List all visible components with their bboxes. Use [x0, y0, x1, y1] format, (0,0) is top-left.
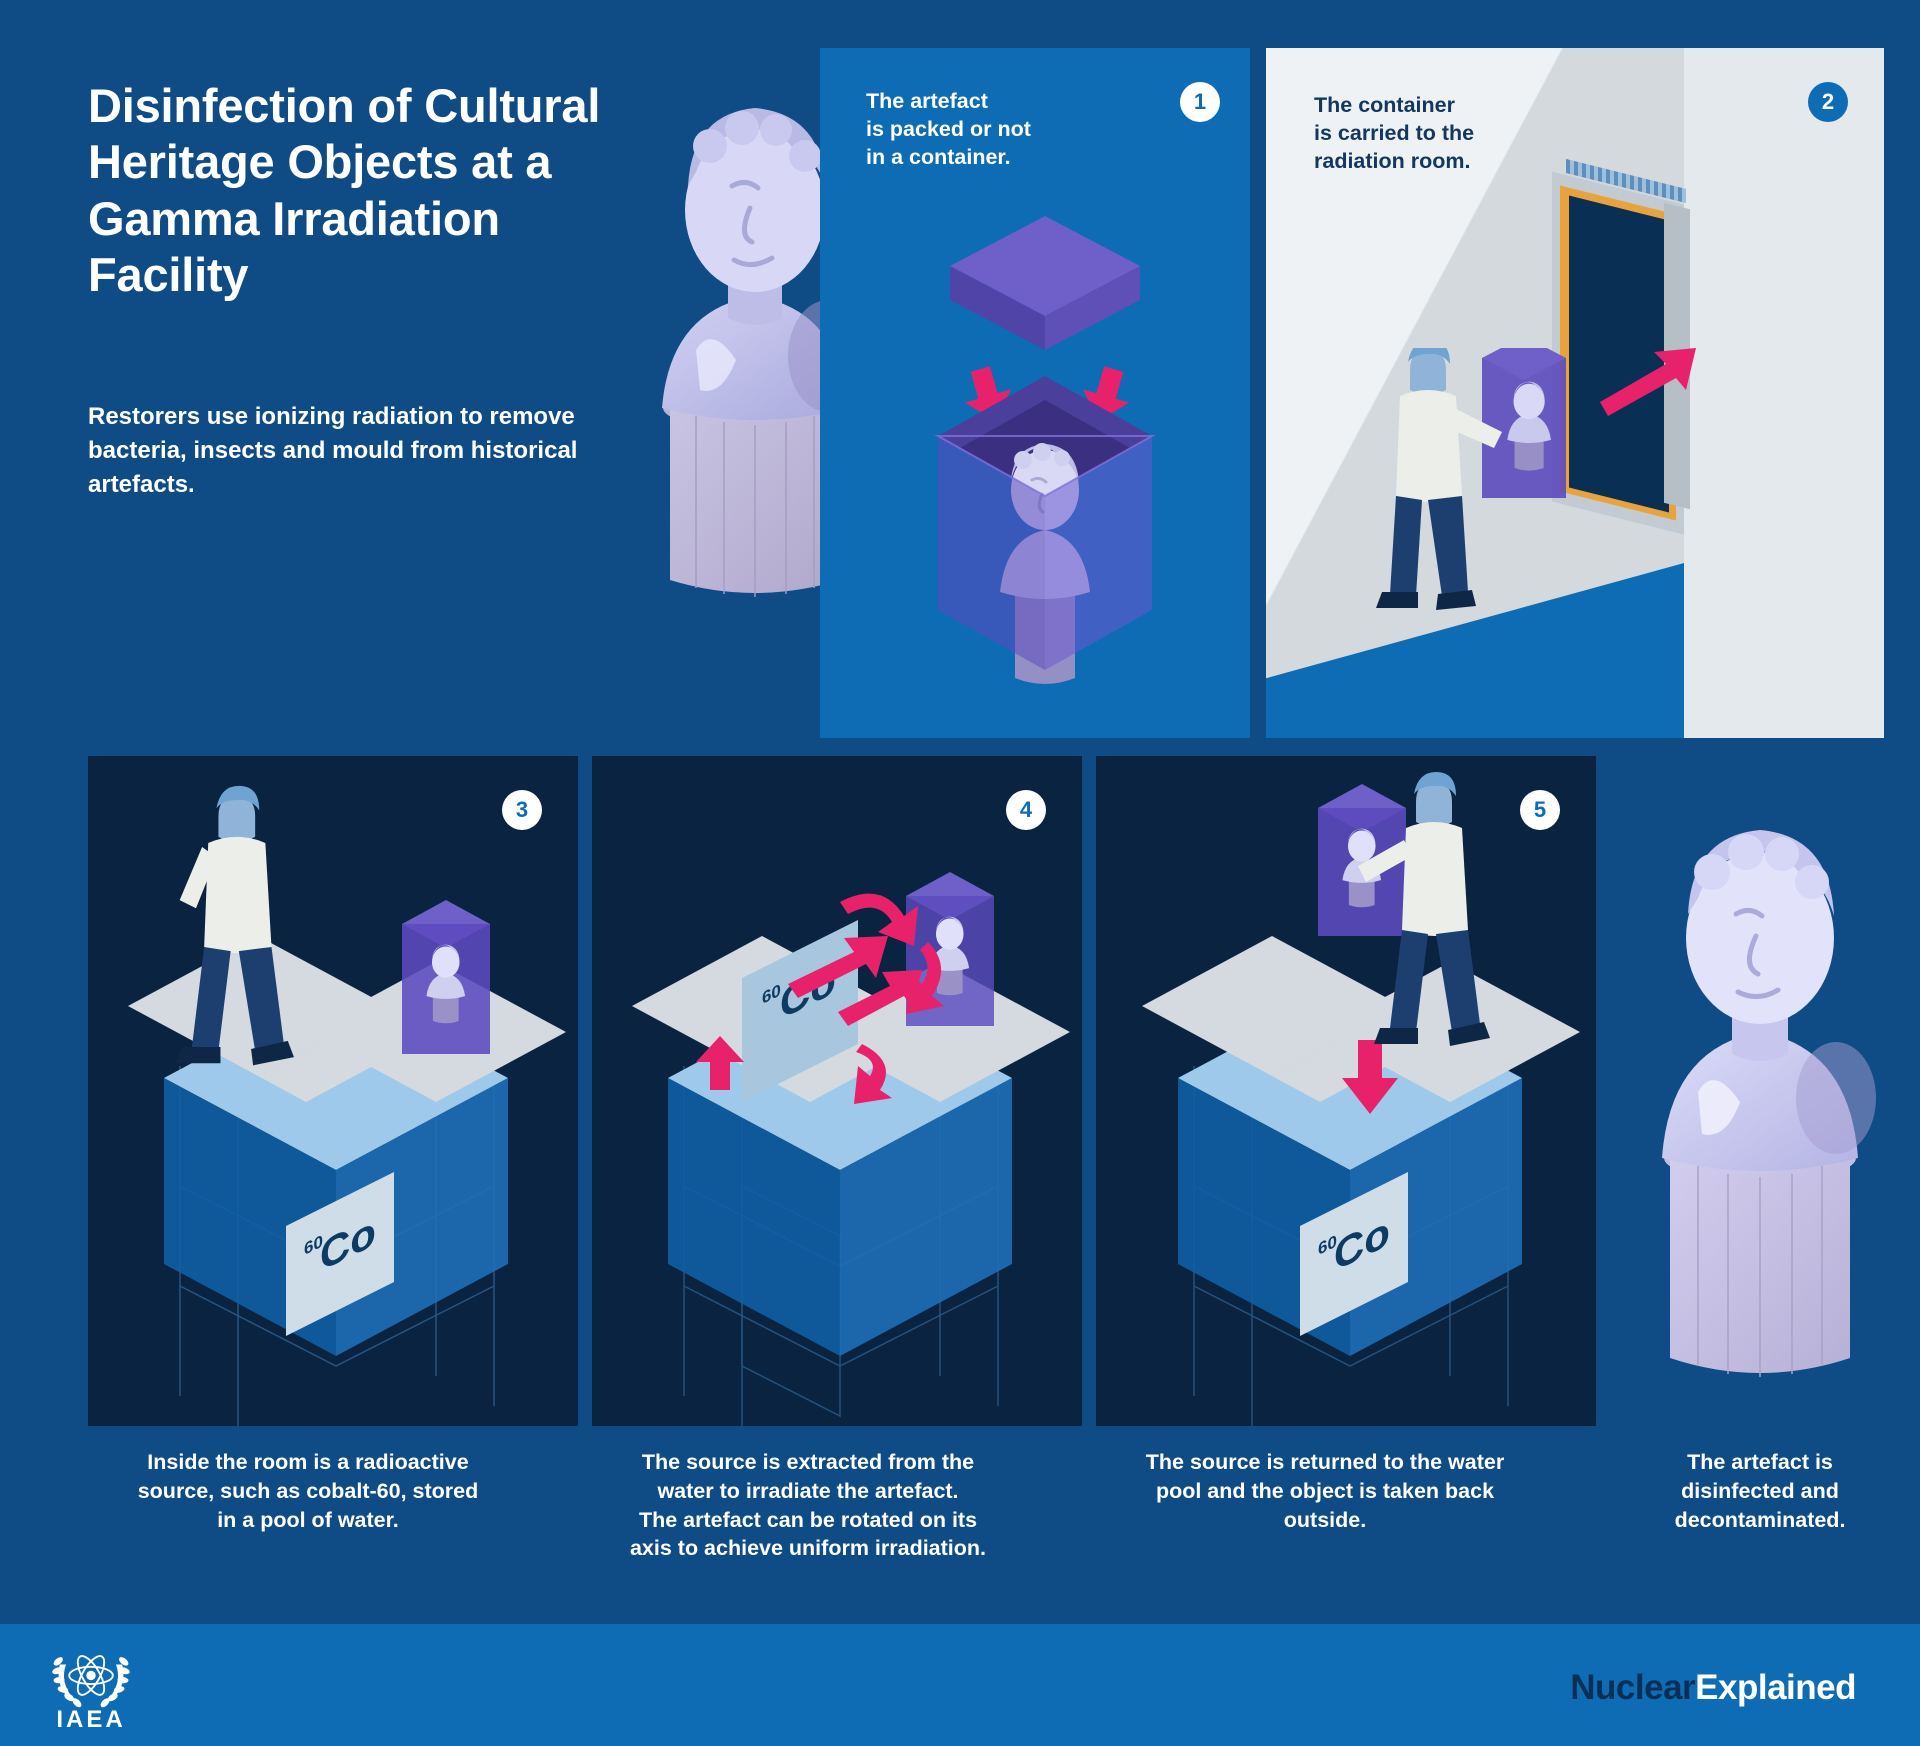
svg-text:60: 60: [762, 980, 781, 1008]
step-5-illustration: 60 Co: [1142, 772, 1580, 1426]
step-panel-5: 60 Co: [1096, 756, 1596, 1426]
nuclear-explained-logo: NuclearExplained: [1570, 1668, 1856, 1708]
step-2-text: The container is carried to the radiatio…: [1314, 93, 1475, 173]
step-5-badge: 5: [1520, 790, 1560, 830]
step-panel-3: 60 Co: [88, 756, 578, 1426]
iaea-logo: IAEA: [32, 1638, 150, 1736]
page-subtitle: Restorers use ionizing radiation to remo…: [88, 403, 578, 499]
step-panel-2: The container is carried to the radiatio…: [1266, 48, 1884, 738]
clean-statue-illustration: [1662, 830, 1876, 1377]
step-2-badge: 2: [1808, 82, 1848, 122]
svg-text:60: 60: [304, 1231, 323, 1259]
result-panel: [1610, 756, 1910, 1426]
footer-bar: IAEA NuclearExplained: [0, 1624, 1920, 1746]
step-5-caption: The source is returned to the water pool…: [1145, 1450, 1505, 1532]
brand-word-explained: Explained: [1695, 1668, 1856, 1707]
step-3-caption: Inside the room is a radioactive source,…: [137, 1450, 479, 1532]
step-4-illustration: 60 Co: [632, 872, 1070, 1426]
step-1-illustration: [934, 216, 1156, 684]
step-3-badge: 3: [502, 790, 542, 830]
worker-carrying-container: [1376, 348, 1566, 610]
svg-text:60: 60: [1318, 1231, 1337, 1259]
page-title: Disinfection of Cultural Heritage Object…: [88, 79, 601, 302]
step-1-text: The artefact is packed or not in a conta…: [866, 89, 1031, 169]
step-1-badge: 1: [1180, 82, 1220, 122]
step-4-badge: 4: [1006, 790, 1046, 830]
result-caption: The artefact is disinfected and decontam…: [1674, 1450, 1846, 1532]
brand-word-nuclear: Nuclear: [1570, 1668, 1696, 1707]
direction-arrow-to-door: [1600, 348, 1696, 416]
step-4-caption: The source is extracted from the water t…: [629, 1450, 987, 1561]
step-3-illustration: 60 Co: [128, 785, 566, 1426]
room-right-wall: [1684, 48, 1884, 738]
iaea-logo-text: IAEA: [56, 1706, 126, 1733]
step-panel-4: 60 Co: [592, 756, 1082, 1426]
step-panel-1: The artefact is packed or not in a conta…: [820, 48, 1250, 738]
